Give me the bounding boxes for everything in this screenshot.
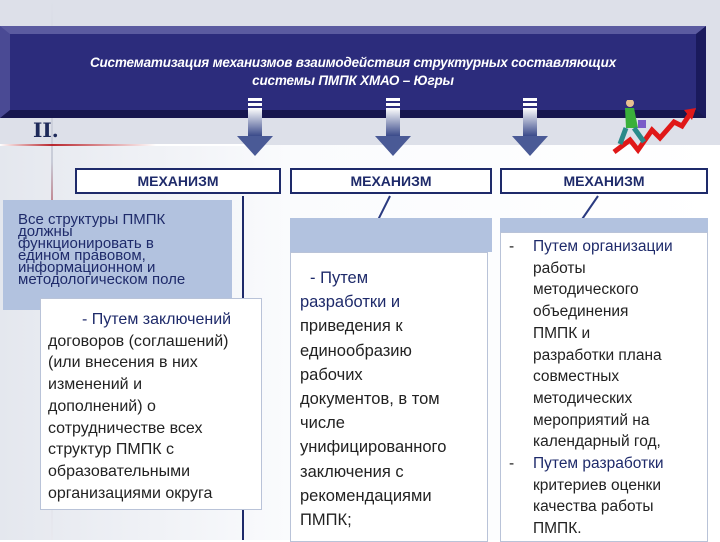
- text-line: ПМПК;: [300, 511, 352, 530]
- text-line: информационном и: [18, 259, 156, 276]
- text-line: функционировать в: [18, 235, 154, 252]
- text-line: числе: [300, 414, 345, 433]
- text-line: качества работы: [533, 498, 654, 516]
- title-banner: Систематизация механизмов взаимодействия…: [0, 26, 706, 118]
- middle-card: - Путем разработки и приведения к единоо…: [290, 252, 488, 542]
- arrow-down-icon: [237, 98, 273, 156]
- left-header-text: Все структуры ПМПК должны функционироват…: [18, 211, 186, 288]
- text-line: договоров (соглашений): [48, 332, 229, 350]
- text-line: рабочих: [300, 365, 363, 384]
- mechanism-box-3: МЕХАНИЗМ: [500, 168, 708, 194]
- arrow-down-icon: [512, 98, 548, 156]
- left-header-panel: Все структуры ПМПК должны функционироват…: [3, 200, 232, 310]
- title-line: системы ПМПК ХМАО – Югры: [252, 73, 454, 88]
- text-line: унифицированного: [300, 438, 447, 457]
- card-lead: - Путем: [310, 269, 369, 287]
- text-line: заключения с: [300, 462, 404, 481]
- text-line: мероприятий на: [533, 411, 650, 429]
- text-line: методического: [533, 281, 639, 299]
- text-line: ПМПК.: [533, 520, 582, 538]
- slide-title: Систематизация механизмов взаимодействия…: [10, 54, 696, 90]
- text-line: изменений и: [48, 376, 142, 394]
- text-line: дополнений) о: [48, 397, 156, 415]
- left-card: - Путем заключений договоров (соглашений…: [40, 298, 262, 510]
- card-lead: - Путем заключений: [82, 311, 232, 328]
- item-lead: Путем организации: [533, 238, 673, 255]
- decorative-horizontal-line: [0, 144, 260, 146]
- text-line: разработки плана: [533, 346, 662, 364]
- list-item: - Путем организации работы методического…: [509, 236, 707, 453]
- mechanism-box-1: МЕХАНИЗМ: [75, 168, 281, 194]
- text-line: Все структуры ПМПК: [18, 211, 166, 228]
- text-line: объединения: [533, 303, 629, 321]
- text-line: ПМПК и: [533, 324, 591, 342]
- right-header-panel: [500, 218, 708, 232]
- list-item: - Путем разработки критериев оценки каче…: [509, 453, 707, 540]
- text-line: образовательными: [48, 462, 191, 480]
- text-line: методологическом поле: [18, 271, 186, 288]
- text-line: документов, в том: [300, 390, 440, 409]
- text-line: календарный год,: [533, 433, 661, 451]
- text-line: (или внесения в них: [48, 354, 198, 372]
- text-line: критериев оценки: [533, 476, 661, 494]
- mechanism-box-2: МЕХАНИЗМ: [290, 168, 492, 194]
- growth-chart-icon: [612, 112, 693, 155]
- title-line: Систематизация механизмов взаимодействия…: [89, 55, 617, 70]
- arrow-down-icon: [375, 98, 411, 156]
- walking-person-icon: [612, 100, 696, 155]
- text-line: рекомендациями: [300, 486, 432, 505]
- section-number: II.: [33, 118, 59, 142]
- text-line: должны: [18, 223, 73, 240]
- text-line: едином правовом,: [18, 247, 146, 264]
- text-line: структур ПМПК с: [48, 441, 174, 459]
- text-line: единообразию: [300, 341, 412, 360]
- item-lead: Путем разработки: [533, 455, 664, 473]
- bullet: -: [509, 238, 515, 255]
- middle-header-panel: [290, 218, 492, 252]
- right-card: - Путем организации работы методического…: [500, 232, 708, 542]
- text-line: сотрудничестве всех: [48, 419, 203, 437]
- text-line: разработки и: [300, 293, 401, 312]
- text-line: работы: [533, 259, 586, 277]
- text-line: приведения к: [300, 317, 403, 336]
- text-line: совместных: [533, 368, 620, 386]
- text-line: организациями округа: [48, 484, 213, 502]
- bullet: -: [509, 455, 515, 473]
- text-line: методических: [533, 389, 633, 407]
